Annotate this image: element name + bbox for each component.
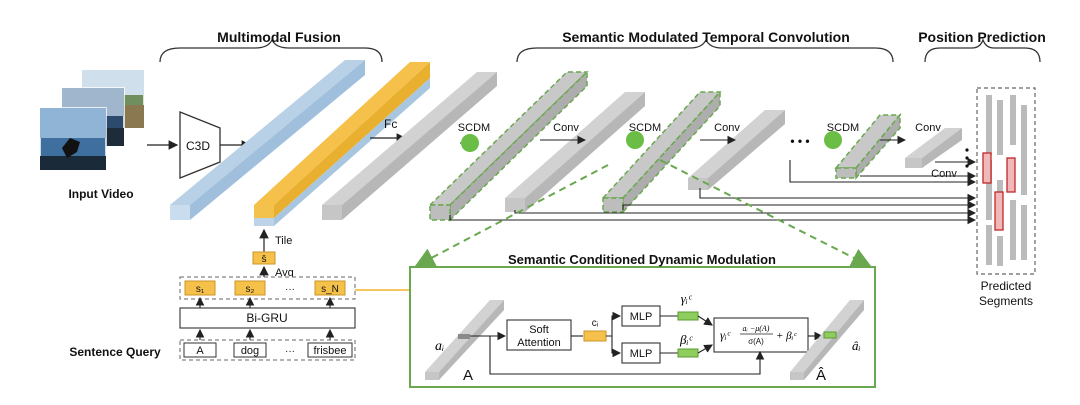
word-dog: dog (241, 345, 259, 357)
predicted-segments-panel: Predicted Segments (976, 87, 1036, 308)
zoom-line-right (659, 159, 872, 267)
section-fusion: Multimodal Fusion (159, 29, 383, 63)
temporal-bar-2 (428, 70, 589, 222)
c3d-encoder: C3D (147, 111, 252, 179)
hidden-state-ellipsis: ··· (285, 284, 295, 295)
hidden-state-s2: s₂ (234, 280, 266, 296)
predicted-label-2: Segments (979, 294, 1033, 308)
svg-text:s₂: s₂ (246, 284, 255, 295)
temporal-bar-6 (834, 112, 902, 180)
A-hat-label: Â (816, 367, 826, 384)
avg-label: Avg (275, 267, 294, 279)
position-title: Position Prediction (918, 29, 1046, 45)
tile-avg-group: Tile s̄ Avg (252, 228, 294, 282)
tile-label: Tile (275, 235, 292, 247)
scdm-node-2: SCDM (626, 122, 661, 149)
scdm3-label: SCDM (827, 122, 859, 134)
temporal-bar-1 (322, 72, 497, 220)
section-temporal: Semantic Modulated Temporal Convolution (516, 29, 894, 63)
temporal-bar-4 (601, 90, 722, 214)
temporal-title: Semantic Modulated Temporal Convolution (562, 29, 850, 45)
s-bar-label: s̄ (262, 254, 267, 265)
svg-text:s₁: s₁ (196, 284, 205, 295)
fusion-title: Multimodal Fusion (217, 29, 341, 45)
ci-label: cᵢ (592, 318, 599, 329)
conv1-label: Conv (553, 122, 579, 134)
bigru-label: Bi-GRU (246, 311, 287, 325)
formula-num: aᵢ −μ(A) (743, 324, 770, 333)
a-i-label: aᵢ (435, 339, 444, 354)
formula-den: σ(A) (748, 337, 764, 346)
c3d-label: C3D (186, 139, 210, 153)
conv3-label: Conv (915, 122, 941, 134)
scdm-module: Semantic Conditioned Dynamic Modulation … (409, 252, 876, 388)
formula-left: γᵢᶜ (720, 328, 731, 342)
fused-feature-bar (254, 62, 430, 226)
ellipsis: • • • (790, 134, 809, 148)
beta-label: βᵢᶜ (679, 332, 694, 347)
scdm-node-1: SCDM (458, 122, 490, 152)
video-feature-bar (170, 60, 365, 220)
word-ellipsis: ··· (285, 346, 295, 357)
svg-text:s_N: s_N (321, 284, 339, 295)
soft-label-1: Soft (529, 324, 549, 336)
hidden-state-s1: s₁ (184, 280, 216, 296)
conv4-label: Conv (931, 168, 957, 180)
sentence-query: s₁ s₂ ··· s_N Bi-GRU A dog ··· frisbee S (69, 276, 356, 361)
temporal-bar-3 (505, 92, 645, 212)
input-video-frames: Input Video (39, 69, 145, 201)
scdm-node-3: SCDM (824, 122, 859, 149)
sentence-query-label: Sentence Query (69, 345, 161, 359)
soft-label-2: Attention (517, 337, 560, 349)
flow-arrows (449, 135, 977, 225)
conv2-label: Conv (714, 122, 740, 134)
word-frisbee: frisbee (313, 345, 346, 357)
word-a: A (196, 345, 204, 357)
mlp-label-1: MLP (630, 311, 653, 323)
scdm1-label: SCDM (458, 122, 490, 134)
temporal-bar-5 (688, 110, 785, 190)
more-dots (965, 148, 969, 168)
scdm-module-title: Semantic Conditioned Dynamic Modulation (508, 252, 776, 267)
predicted-label-1: Predicted (981, 279, 1032, 293)
section-position: Position Prediction (918, 29, 1046, 63)
a-hat-i-label: âᵢ (852, 338, 861, 353)
scdm2-label: SCDM (629, 122, 661, 134)
formula-right: + βᵢᶜ (776, 330, 797, 342)
A-label: A (463, 367, 473, 384)
input-video-label: Input Video (68, 187, 133, 201)
gamma-label: γᵢᶜ (681, 291, 693, 306)
temporal-bar-7 (905, 128, 962, 168)
fc-label: Fc (384, 117, 397, 131)
hidden-state-sn: s_N (314, 280, 346, 296)
mlp-label-2: MLP (630, 348, 653, 360)
